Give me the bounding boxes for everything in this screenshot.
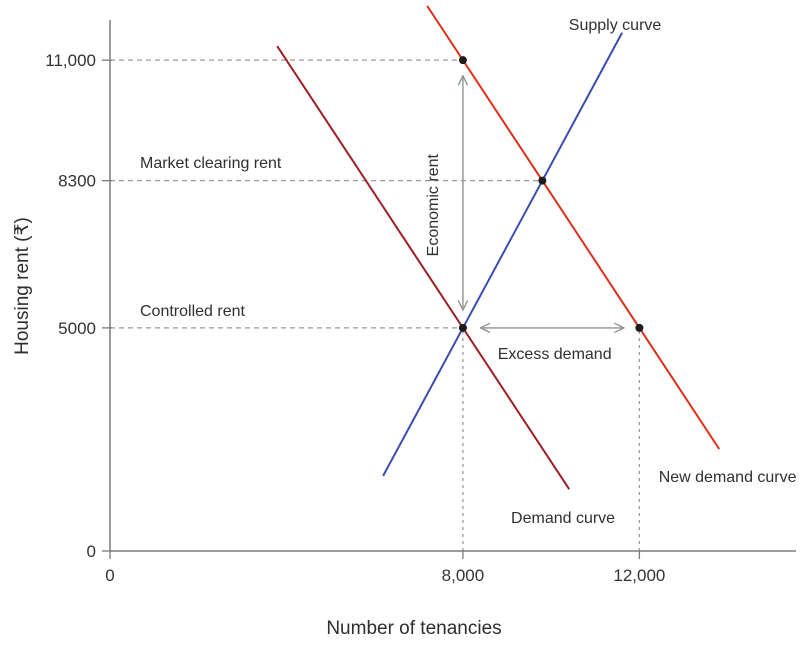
x-tick-label-0: 0 xyxy=(105,566,114,585)
excess-demand-arrow-head-1 xyxy=(479,327,491,333)
economic-rent-arrow-head-0 xyxy=(457,300,464,311)
y-tick-label-0: 0 xyxy=(87,542,96,561)
excess-demand-arrow-head-0 xyxy=(614,327,625,333)
excess-demand-arrow-head-0 xyxy=(479,322,491,329)
market-clearing-point xyxy=(538,176,547,185)
economic-rent-arrow-head-1 xyxy=(457,75,464,86)
new-demand-curve xyxy=(426,5,720,450)
x-tick-label-8000: 8,000 xyxy=(442,566,485,585)
annotation-demand-curve: Demand curve xyxy=(511,510,615,527)
y-tick-label-8300: 8300 xyxy=(58,172,96,191)
annotation-new-demand-curve: New demand curve xyxy=(659,469,797,486)
annotation-economic-rent: Economic rent xyxy=(425,153,442,256)
controlled-rent-point xyxy=(458,323,467,332)
excess-demand-point xyxy=(635,323,644,332)
y-axis-title: Housing rent (₹) xyxy=(12,217,33,355)
supply-curve xyxy=(382,32,623,477)
economic-rent-arrow-head-0 xyxy=(462,75,468,86)
chart-render-root: 0 5000 8300 11,000 0 8,000 12,000 Supply curveM… xyxy=(45,5,797,585)
x-axis-title: Number of tenancies xyxy=(326,618,501,639)
x-tick-label-12000: 12,000 xyxy=(613,566,665,585)
excess-demand-arrow-head-1 xyxy=(614,322,625,329)
new-demand-at-controlled-quantity xyxy=(458,56,467,65)
y-tick-label-5000: 5000 xyxy=(58,319,96,338)
y-tick-label-11000: 11,000 xyxy=(45,51,96,70)
annotation-controlled-rent: Controlled rent xyxy=(140,303,246,320)
annotation-market-clearing-rent: Market clearing rent xyxy=(140,155,282,172)
annotation-supply-curve: Supply curve xyxy=(569,17,662,34)
economic-rent-arrow-head-1 xyxy=(462,300,468,311)
demand-curve xyxy=(276,45,570,490)
annotation-excess-demand: Excess demand xyxy=(498,346,612,363)
